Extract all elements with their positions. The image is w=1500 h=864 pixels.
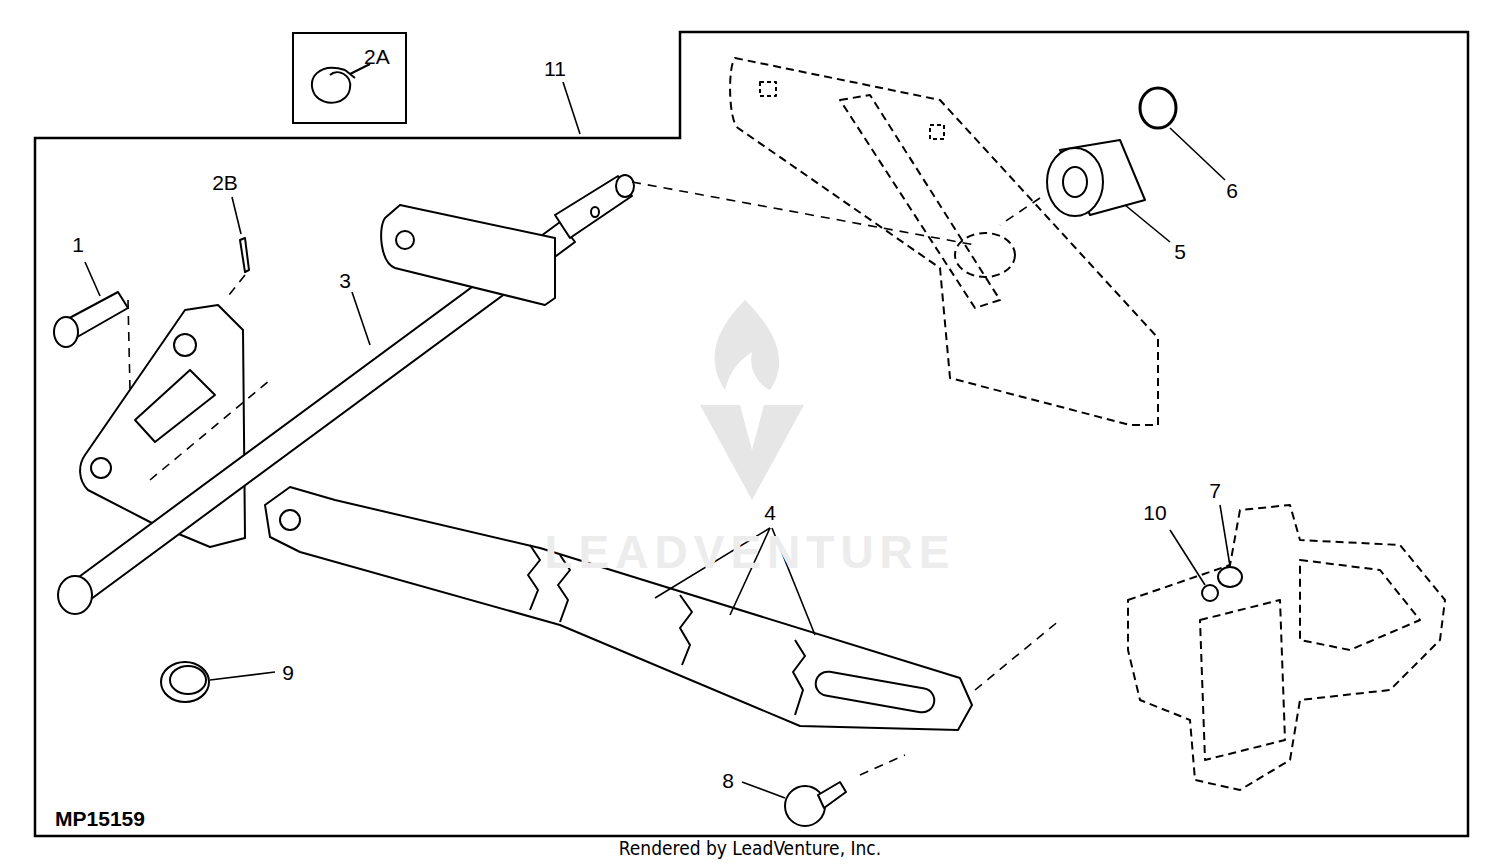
group-frame: [35, 32, 1468, 836]
draft-link: [265, 487, 972, 730]
plug: [170, 666, 206, 694]
bolt-head: [785, 786, 825, 826]
watermark: LEADVENTURE: [544, 529, 955, 575]
drawing-part: [742, 782, 785, 798]
drawing-part: [225, 275, 245, 300]
callout-number: 9: [282, 662, 294, 683]
hole: [174, 334, 196, 356]
callout-number: 11: [544, 58, 566, 79]
assembly-lines: [128, 182, 1060, 775]
break-line: [793, 640, 805, 715]
drawing-part: [563, 82, 580, 134]
callout-number: 1: [72, 234, 84, 255]
frame-bracket: [1300, 560, 1420, 650]
pin-hole: [591, 207, 599, 217]
shaft-end: [58, 576, 92, 614]
callout-number: 10: [1143, 502, 1166, 523]
hole: [91, 458, 111, 478]
drawing-part: [352, 292, 370, 345]
watermark-logo: [700, 300, 804, 500]
callout-number: 8: [722, 770, 734, 791]
plate-square: [930, 125, 944, 139]
break-line: [680, 595, 692, 665]
washer: [1202, 585, 1218, 601]
plate-hole: [955, 233, 1015, 277]
callout-number: 4: [764, 502, 776, 523]
clevis: [135, 370, 215, 442]
upper-arm: [381, 205, 555, 305]
spring-clip: [312, 68, 355, 103]
drawing-part: [150, 380, 270, 480]
callout-number: 2A: [364, 46, 390, 67]
callout-number: 6: [1226, 180, 1238, 201]
drawing-part: [1000, 198, 1040, 225]
drawing-part: [1170, 128, 1225, 180]
drawing-part: [232, 197, 241, 234]
pin-head: [54, 317, 78, 347]
drawing-part: [210, 672, 275, 680]
drawing-part: [1170, 530, 1205, 585]
snap-ring: [1140, 88, 1176, 128]
frame-bracket: [1128, 505, 1445, 790]
drawing-part: [128, 300, 130, 390]
plate-slot: [840, 95, 1000, 308]
bushing-bore: [1063, 167, 1087, 197]
drawing-part: [715, 300, 780, 390]
frame-bracket: [1200, 600, 1285, 760]
drawing-part: [54, 58, 1445, 826]
callout-number: 5: [1174, 241, 1186, 262]
hole: [396, 231, 414, 249]
plug: [161, 662, 209, 702]
leader-lines: [85, 82, 1230, 798]
drawing-part: [632, 182, 975, 245]
drawing-part: [85, 262, 100, 296]
callout-number: 2B: [212, 172, 238, 193]
plate-square: [760, 82, 776, 96]
drawing-part: [860, 755, 905, 775]
render-credit: Rendered by LeadVenture, Inc.: [619, 839, 881, 858]
drawing-part: [700, 405, 804, 500]
hole: [280, 510, 300, 530]
break-line: [528, 545, 540, 610]
mounting-plate: [730, 58, 1158, 425]
figure-id: MP15159: [55, 808, 145, 829]
callout-number: 7: [1209, 480, 1221, 501]
nut: [1218, 567, 1242, 587]
inset-box: 2A: [292, 32, 407, 124]
lift-arm-plate: [80, 305, 245, 547]
cotter-pin: [240, 238, 249, 272]
drawing-part: [1125, 205, 1170, 242]
bolt-shank: [818, 782, 846, 808]
callout-number: 3: [339, 270, 351, 291]
link-slot: [814, 670, 936, 714]
pin-end: [616, 175, 634, 197]
drawing-part: [1220, 505, 1230, 566]
bushing-face: [1047, 148, 1103, 216]
drawing-part: [975, 620, 1060, 690]
